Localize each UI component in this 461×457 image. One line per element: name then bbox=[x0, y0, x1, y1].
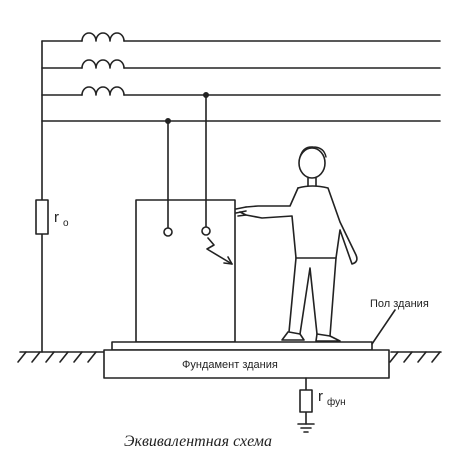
terminal-neutral bbox=[163, 227, 173, 237]
fault-arrow bbox=[206, 237, 233, 265]
equipment-enclosure bbox=[135, 199, 236, 343]
label-rfun-sub: фун bbox=[327, 396, 346, 408]
phase-line-2 bbox=[41, 59, 441, 69]
label-foundation: Фундамент здания bbox=[182, 359, 278, 371]
label-r0-sub: о bbox=[63, 218, 69, 229]
phase-line-3 bbox=[41, 86, 441, 96]
floor-leader-line bbox=[371, 309, 396, 345]
figure-caption: Эквивалентная схема bbox=[124, 433, 272, 450]
fault-arrowhead bbox=[223, 256, 233, 265]
phase-line-1 bbox=[41, 32, 441, 42]
earth-symbol bbox=[297, 423, 315, 433]
floor-slab bbox=[111, 341, 373, 351]
foundation-block bbox=[103, 349, 390, 379]
resistor-rfun bbox=[299, 389, 313, 413]
ground-hatch bbox=[17, 351, 441, 363]
resistor-r0 bbox=[35, 199, 49, 235]
label-r0: r bbox=[54, 209, 59, 226]
terminal-phase bbox=[201, 226, 211, 236]
label-rfun: r bbox=[318, 388, 323, 405]
person-figure bbox=[235, 146, 358, 342]
label-floor: Пол здания bbox=[370, 298, 429, 310]
